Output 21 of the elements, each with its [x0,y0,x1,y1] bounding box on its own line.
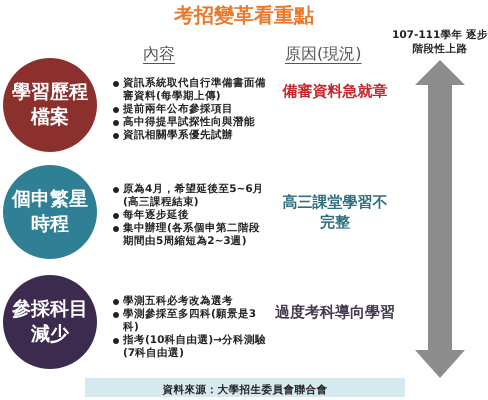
bullet-item: 提前兩年公布參採項目 [112,103,270,116]
column-header: 原因(現況) [285,44,362,65]
bullet-item: 原為4月，希望延後至5~6月(高三課程結束) [112,183,270,209]
bullet-item: 指考(10科自由選)→分科測驗(7科自由選) [112,334,270,360]
bullet-item: 資訊相關學系優先試辦 [112,129,270,142]
bullet-item: 高中得提早試探性向與潛能 [112,116,270,129]
source-note: 資料來源：大學招生委員會聯合會 [162,384,328,396]
title: 考招變革看重點 [174,3,314,27]
column-header: 內容 [143,44,175,65]
bullet-item: 資訊系統取代自行準備書面備審資料(每學期上傳) [112,77,270,103]
reason-text: 高三課堂學習不完整 [282,192,388,232]
bullet-item: 集中辦理(各系個申第二階段期間由5周縮短為2~3週) [112,222,270,248]
node-title: 參採科目減少 [11,297,89,347]
bullet-item: 學測五科必考改為選考 [112,295,270,308]
bullet-item: 每年逐步延後 [112,209,270,222]
note: 107-111學年 逐步階段性上路 [392,28,488,56]
bullet-item: 學測參採至多四科(願景是3科) [112,308,270,334]
node-title: 學習歷程檔案 [11,80,89,130]
reason-text: 過度考科導向學習 [274,302,396,322]
node-title: 個申繁星時程 [10,187,89,237]
reason-text: 備審資料急就章 [281,81,388,101]
